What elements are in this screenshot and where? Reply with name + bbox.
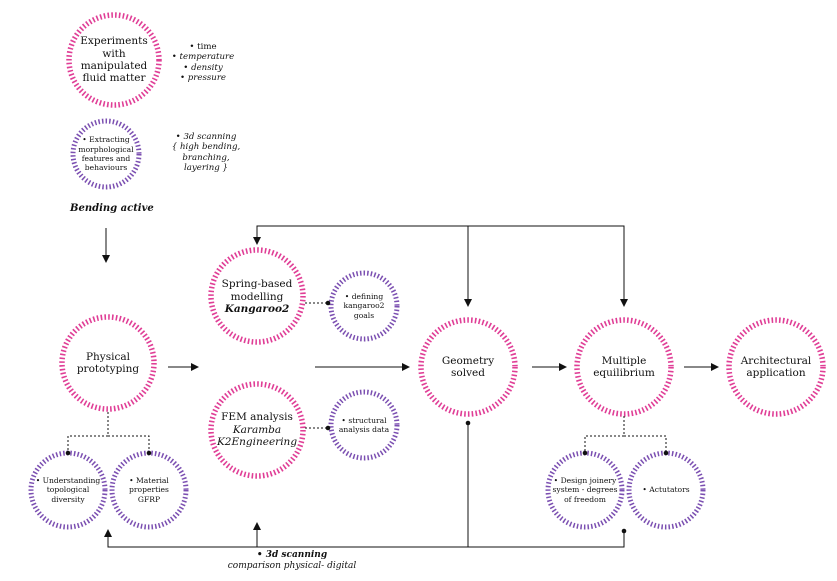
structural-line-2: analysis data <box>338 425 390 434</box>
architectural-line-2: application <box>746 367 806 379</box>
design-line-1: • Design joinery <box>553 475 617 485</box>
dot-material <box>146 450 152 456</box>
fem-tool-1: Karamba <box>232 423 282 436</box>
node-material: • Material properties GFRP <box>114 470 184 510</box>
experiments-line-1: Experiments with <box>80 35 148 60</box>
geometry-line-2: solved <box>451 367 485 379</box>
feedback-loop-bottom <box>104 529 625 548</box>
node-physical: Physical prototyping <box>63 343 153 383</box>
node-ring-geometry <box>418 317 518 417</box>
node-ring-multiple <box>574 317 674 417</box>
spring-tool: Kangaroo2 <box>224 303 290 316</box>
material-line-3: GFRP <box>137 494 161 504</box>
bottom-comparison: comparison physical- digital <box>227 561 357 572</box>
extracting-line-3: features and <box>81 154 131 163</box>
multiple-line-2: equilibrium <box>593 367 655 379</box>
node-geometry: Geometry solved <box>423 347 513 387</box>
dotted-multiple-branch <box>584 416 625 452</box>
goals-line-3: goals <box>353 310 375 320</box>
fem-line-1: FEM analysis <box>221 411 293 424</box>
multiple-line-1: Multiple <box>601 354 647 367</box>
feedback-loop-top <box>253 225 625 306</box>
physical-line-2: prototyping <box>76 363 140 375</box>
node-fem: FEM analysis Karamba K2Engineering <box>208 407 306 453</box>
node-ring-fem <box>208 381 306 479</box>
actuators-line-1: • Actutators <box>642 485 690 495</box>
node-actuators: • Actutators <box>631 480 701 500</box>
node-ring-structural <box>328 389 400 461</box>
note-temperature: • temperature <box>171 52 235 63</box>
bending-active-label: Bending active <box>70 203 154 214</box>
material-line-1: • Material <box>129 475 169 485</box>
understanding-line-3: diversity <box>51 494 85 504</box>
node-ring-physical <box>59 314 157 412</box>
extracting-note: • 3d scanning { high bending, branching,… <box>168 132 244 174</box>
goals-line-2: kangaroo2 <box>343 301 385 311</box>
experiments-line-3: fluid matter <box>82 72 146 85</box>
node-structural: • structural analysis data <box>334 410 394 440</box>
extracting-line-4: behaviours <box>84 163 128 173</box>
experiments-line-2: manipulated <box>80 60 148 72</box>
dotted-physical-branch <box>67 412 109 452</box>
node-ring-spring <box>208 247 306 345</box>
material-line-2: properties <box>129 485 169 495</box>
note-3d-scanning: • 3d scanning <box>175 132 237 142</box>
geometry-line-1: Geometry <box>441 354 495 367</box>
note-layering: layering } <box>184 163 228 174</box>
dot-structural <box>325 425 331 431</box>
spring-line-2: modelling <box>230 290 284 303</box>
experiments-note: • time • temperature • density • pressur… <box>168 42 238 84</box>
design-line-2: system - degrees <box>552 485 618 495</box>
node-ring-extracting <box>70 118 142 190</box>
fem-tool-2: K2Engineering <box>216 436 298 449</box>
node-goals: • defining kangaroo2 goals <box>334 285 394 327</box>
node-design: • Design joinery system - degrees of fre… <box>548 470 622 510</box>
bottom-note: • 3d scanning comparison physical- digit… <box>212 550 372 573</box>
node-ring-goals <box>328 270 400 342</box>
node-ring-experiments <box>66 12 162 108</box>
dot-goals <box>325 300 331 306</box>
node-ring-architectural <box>726 317 826 417</box>
structural-line-1: • structural <box>341 415 387 425</box>
architectural-line-1: Architectural <box>740 354 812 367</box>
node-architectural: Architectural application <box>731 347 821 387</box>
dot-actuators <box>663 450 669 456</box>
dot-understanding <box>65 450 71 456</box>
note-branching: branching, <box>182 152 230 163</box>
note-density: • density <box>183 62 223 73</box>
dotted-multiple-branch-right <box>624 435 667 452</box>
extracting-line-2: morphological <box>78 144 134 154</box>
spring-line-1: Spring-based <box>221 278 293 291</box>
note-time: • time <box>189 42 217 52</box>
note-pressure: • pressure <box>179 73 227 84</box>
dot-design <box>582 450 588 456</box>
extracting-line-1: • Extracting <box>82 135 130 145</box>
physical-line-1: Physical <box>85 350 130 363</box>
bottom-scanning: • 3d scanning <box>256 550 328 560</box>
dotted-physical-branch-right <box>108 435 150 452</box>
node-experiments: Experiments with manipulated fluid matte… <box>69 18 159 102</box>
node-spring: Spring-based modelling Kangaroo2 <box>212 274 302 320</box>
node-understanding: • Understanding topological diversity <box>33 470 103 510</box>
goals-line-1: • defining <box>344 291 384 301</box>
design-line-3: of freedom <box>564 494 606 504</box>
node-multiple: Multiple equilibrium <box>579 347 669 387</box>
dot-multiple-bottom <box>621 528 627 534</box>
understanding-line-2: topological <box>46 485 90 495</box>
understanding-line-1: • Understanding <box>35 475 101 485</box>
dot-geometry-bottom <box>465 420 471 426</box>
note-high-bending: { high bending, <box>171 142 241 153</box>
node-extracting: • Extracting morphological features and … <box>76 126 136 182</box>
